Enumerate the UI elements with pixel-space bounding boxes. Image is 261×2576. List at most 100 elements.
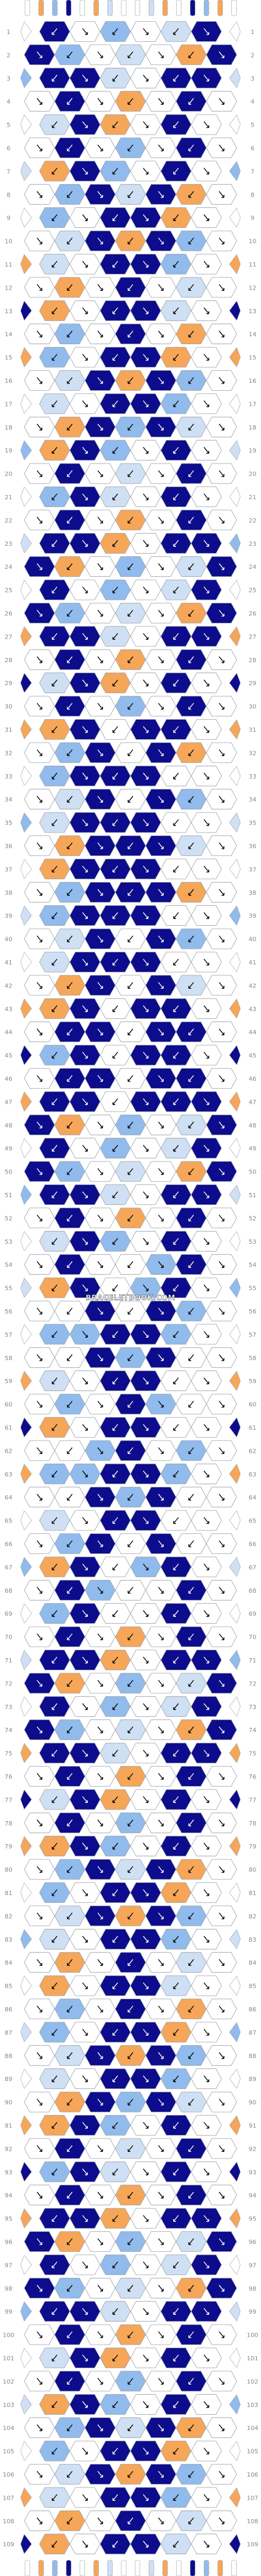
knot-arrow-icon	[203, 121, 209, 128]
knot-arrow-icon	[67, 2005, 73, 2013]
row-number-right: 86	[249, 2007, 257, 2013]
knot-arrow-icon	[36, 1214, 42, 1222]
knot-arrow-icon	[173, 2168, 179, 2176]
knot-arrow-icon	[67, 1168, 73, 1175]
row-number-left: 23	[5, 541, 13, 548]
knot-arrow-icon	[36, 795, 42, 803]
row-number-left: 93	[5, 2169, 13, 2176]
strand-edge-left	[20, 1836, 32, 1856]
knot-arrow-icon	[112, 586, 118, 594]
knot	[54, 1068, 86, 1089]
knot	[175, 510, 207, 531]
string-end-top	[203, 0, 209, 16]
knot	[84, 1626, 116, 1647]
knot	[191, 67, 222, 88]
knot-arrow-icon	[82, 958, 88, 966]
row-number-left: 53	[5, 1239, 13, 1246]
row-number-right: 82	[249, 1913, 257, 1920]
strand-edge-left	[20, 347, 32, 368]
knot	[39, 1696, 70, 1717]
knot-arrow-icon	[203, 1610, 209, 1617]
row-number-right: 38	[249, 890, 257, 897]
knot	[24, 2277, 55, 2299]
knot-arrow-icon	[97, 795, 103, 803]
knot	[206, 1440, 237, 1461]
knot	[175, 2045, 207, 2066]
knot-arrow-icon	[127, 609, 134, 617]
knot	[130, 905, 161, 926]
knot	[115, 2138, 146, 2159]
knot	[145, 324, 177, 345]
knot-arrow-icon	[143, 1517, 149, 1524]
knot	[191, 1138, 222, 1159]
knot-arrow-icon	[112, 28, 118, 35]
knot-arrow-icon	[158, 2331, 164, 2339]
knot-arrow-icon	[36, 516, 42, 524]
knot	[206, 742, 237, 763]
knot-arrow-icon	[97, 1075, 103, 1082]
knot	[39, 1650, 70, 1670]
knot-arrow-icon	[158, 2424, 164, 2431]
knot	[39, 672, 70, 694]
knot	[191, 765, 222, 786]
knot-arrow-icon	[158, 516, 164, 524]
knot-arrow-icon	[203, 1842, 209, 1850]
knot	[39, 67, 70, 88]
row-number-right: 92	[249, 2146, 257, 2153]
row-number-left: 16	[5, 378, 13, 385]
knot	[145, 881, 177, 903]
knot-arrow-icon	[67, 1633, 73, 1641]
knot-arrow-icon	[82, 1936, 88, 1943]
knot-arrow-icon	[158, 2517, 164, 2525]
knot	[130, 2161, 161, 2182]
knot	[115, 1114, 146, 1135]
knot-arrow-icon	[173, 540, 179, 547]
knot-arrow-icon	[158, 1307, 164, 1315]
knot-arrow-icon	[36, 2424, 42, 2431]
knot	[24, 1626, 55, 1647]
string-end-bottom	[162, 2560, 168, 2576]
knot-arrow-icon	[158, 470, 164, 477]
knot-arrow-icon	[188, 703, 194, 710]
knot-arrow-icon	[82, 2448, 88, 2455]
knot	[54, 463, 86, 484]
row-number-right: 66	[249, 1541, 257, 1548]
row-number-right: 67	[249, 1564, 257, 1571]
knot	[160, 579, 192, 600]
knot-arrow-icon	[143, 2168, 149, 2176]
knot-arrow-icon	[97, 1773, 103, 1780]
row-number-left: 48	[5, 1123, 13, 1129]
knot	[100, 1742, 131, 1764]
knot-arrow-icon	[219, 1866, 225, 1873]
knot-arrow-icon	[143, 2354, 149, 2362]
row-number-left: 68	[5, 1588, 13, 1595]
strand-edge-right	[229, 1742, 241, 1764]
knot	[100, 486, 131, 507]
knot-arrow-icon	[67, 656, 73, 663]
string-end-top	[66, 0, 72, 16]
knot-arrow-icon	[82, 1098, 88, 1106]
knot-arrow-icon	[173, 2122, 179, 2129]
knot-arrow-icon	[52, 1098, 58, 1106]
knot	[160, 347, 192, 368]
knot	[100, 440, 131, 461]
knot	[160, 1696, 192, 1717]
knot	[206, 510, 237, 531]
knot	[145, 1533, 177, 1554]
knot-arrow-icon	[173, 958, 179, 966]
knot	[39, 1138, 70, 1159]
knot-arrow-icon	[127, 1773, 134, 1780]
strand-edge-right	[229, 21, 241, 42]
knot	[145, 1579, 177, 1601]
knot-arrow-icon	[112, 307, 118, 314]
knot	[100, 1324, 131, 1345]
knot-arrow-icon	[173, 2075, 179, 2082]
knot	[115, 1068, 146, 1089]
row-number-left: 87	[5, 2030, 13, 2036]
knot	[69, 672, 101, 694]
row-number-left: 4	[7, 99, 10, 105]
knot	[206, 1673, 237, 1694]
knot	[175, 1812, 207, 1833]
knot-arrow-icon	[158, 1819, 164, 1827]
knot-arrow-icon	[67, 981, 73, 989]
